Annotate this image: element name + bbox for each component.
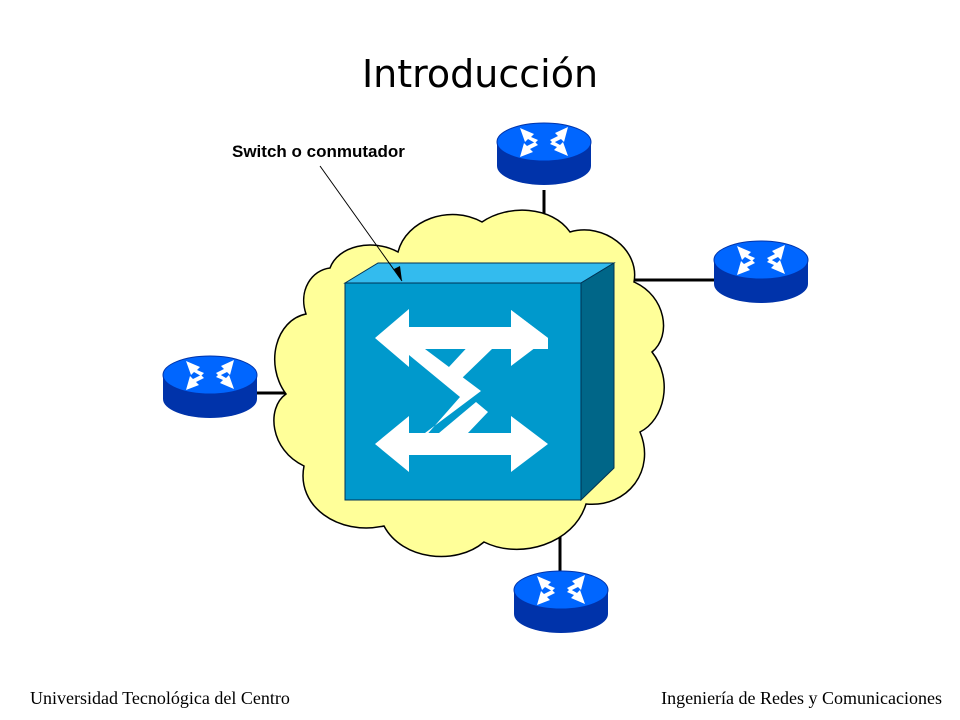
footer-course: Ingeniería de Redes y Comunicaciones [661,688,942,708]
slide-title: Introducción [361,52,599,96]
switch-top-face [343,262,616,284]
switch-icon [343,262,616,502]
router-right-icon [713,240,809,304]
router-top-icon [496,122,592,186]
callout-line [319,165,403,282]
switch-label: Switch o conmutador [232,142,405,161]
callout-arrowhead [394,266,402,281]
switch-arrows [375,309,548,472]
switch-side-face [580,262,615,502]
router-bottom-icon [513,570,609,634]
router-left-icon [162,355,258,419]
footer-university: Universidad Tecnológica del Centro [30,688,290,708]
